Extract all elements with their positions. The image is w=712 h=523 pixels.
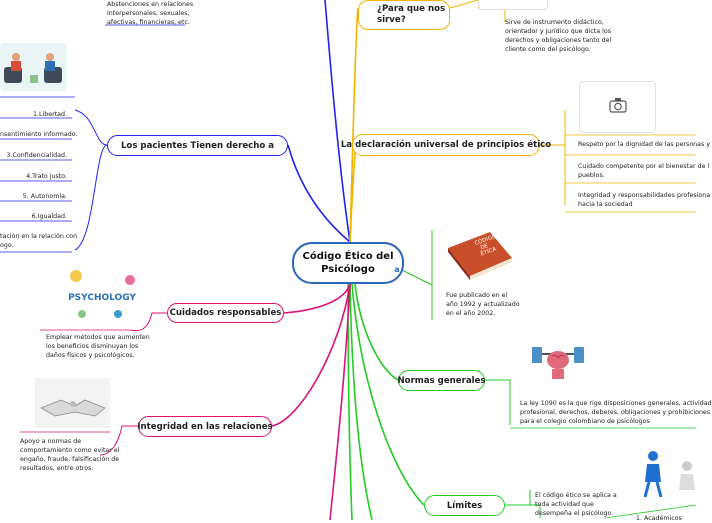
handshake-image	[35, 378, 110, 428]
ley-text: La ley 1090 es la que rige disposiciones…	[520, 400, 712, 425]
para-que-line-2: sirve?	[377, 15, 406, 25]
branch-normas-generales[interactable]: Normas generales	[397, 370, 486, 391]
psychology-illustration: PSYCHOLOGY	[62, 266, 142, 324]
book-icon: CÓDIGO DE ÉTICA	[448, 232, 512, 280]
academicos-text: 1. Académicos	[636, 515, 682, 522]
brain-image	[522, 334, 594, 389]
sirve-text: Sirve de instrumento didáctico,orientado…	[505, 19, 612, 53]
trato-text: 4.Trato justo.	[26, 173, 67, 180]
igualdad-text: 6.Igualdad.	[31, 213, 67, 220]
therapy-illustration	[0, 43, 67, 91]
branch-para-que-sirve[interactable]: ¿Para que nos sirve?	[358, 0, 450, 30]
image-placeholder	[579, 81, 656, 133]
integridad-prof-text: Integridad y responsabilidades profesion…	[578, 192, 711, 208]
central-topic[interactable]: Código Ético del Psicólogo	[292, 242, 404, 284]
book-line-2: DE	[480, 243, 490, 251]
autonomia-text: 5. Autonomía.	[22, 193, 67, 200]
branch-cuidados-responsables[interactable]: Cuidados responsables	[167, 303, 284, 323]
consentimiento-text: nsentimiento informado.	[0, 131, 78, 138]
confidencialidad-text: 3.Confidencialidad.	[6, 152, 68, 159]
psychology-word: PSYCHOLOGY	[68, 293, 136, 303]
branch-pacientes[interactable]: Los pacientes Tienen derecho a	[107, 135, 288, 156]
branch-declaracion[interactable]: La declaración universal de principios é…	[341, 134, 551, 156]
respeto-text: Respeto por la dignidad de las personas …	[578, 141, 711, 148]
camera-icon	[609, 98, 627, 113]
book-image: CÓDIGO DE ÉTICA	[440, 228, 520, 283]
branch-fragment: a	[394, 264, 400, 274]
branch-integridad-relaciones[interactable]: Integridad en las relaciones	[137, 416, 273, 437]
central-line-1: Código Ético del	[302, 251, 394, 262]
central-line-2: Psicólogo	[321, 264, 375, 275]
cuidado-text: Cuidado competente por el bienestar de l…	[578, 163, 710, 179]
people-illustration	[635, 442, 696, 504]
brain-icon	[532, 347, 584, 379]
para-que-line-1: ¿Para que nos	[377, 4, 446, 14]
libertad-text: 1.Libertad.	[32, 111, 67, 118]
top-image	[478, 0, 548, 10]
branch-limites[interactable]: Límites	[424, 495, 505, 516]
